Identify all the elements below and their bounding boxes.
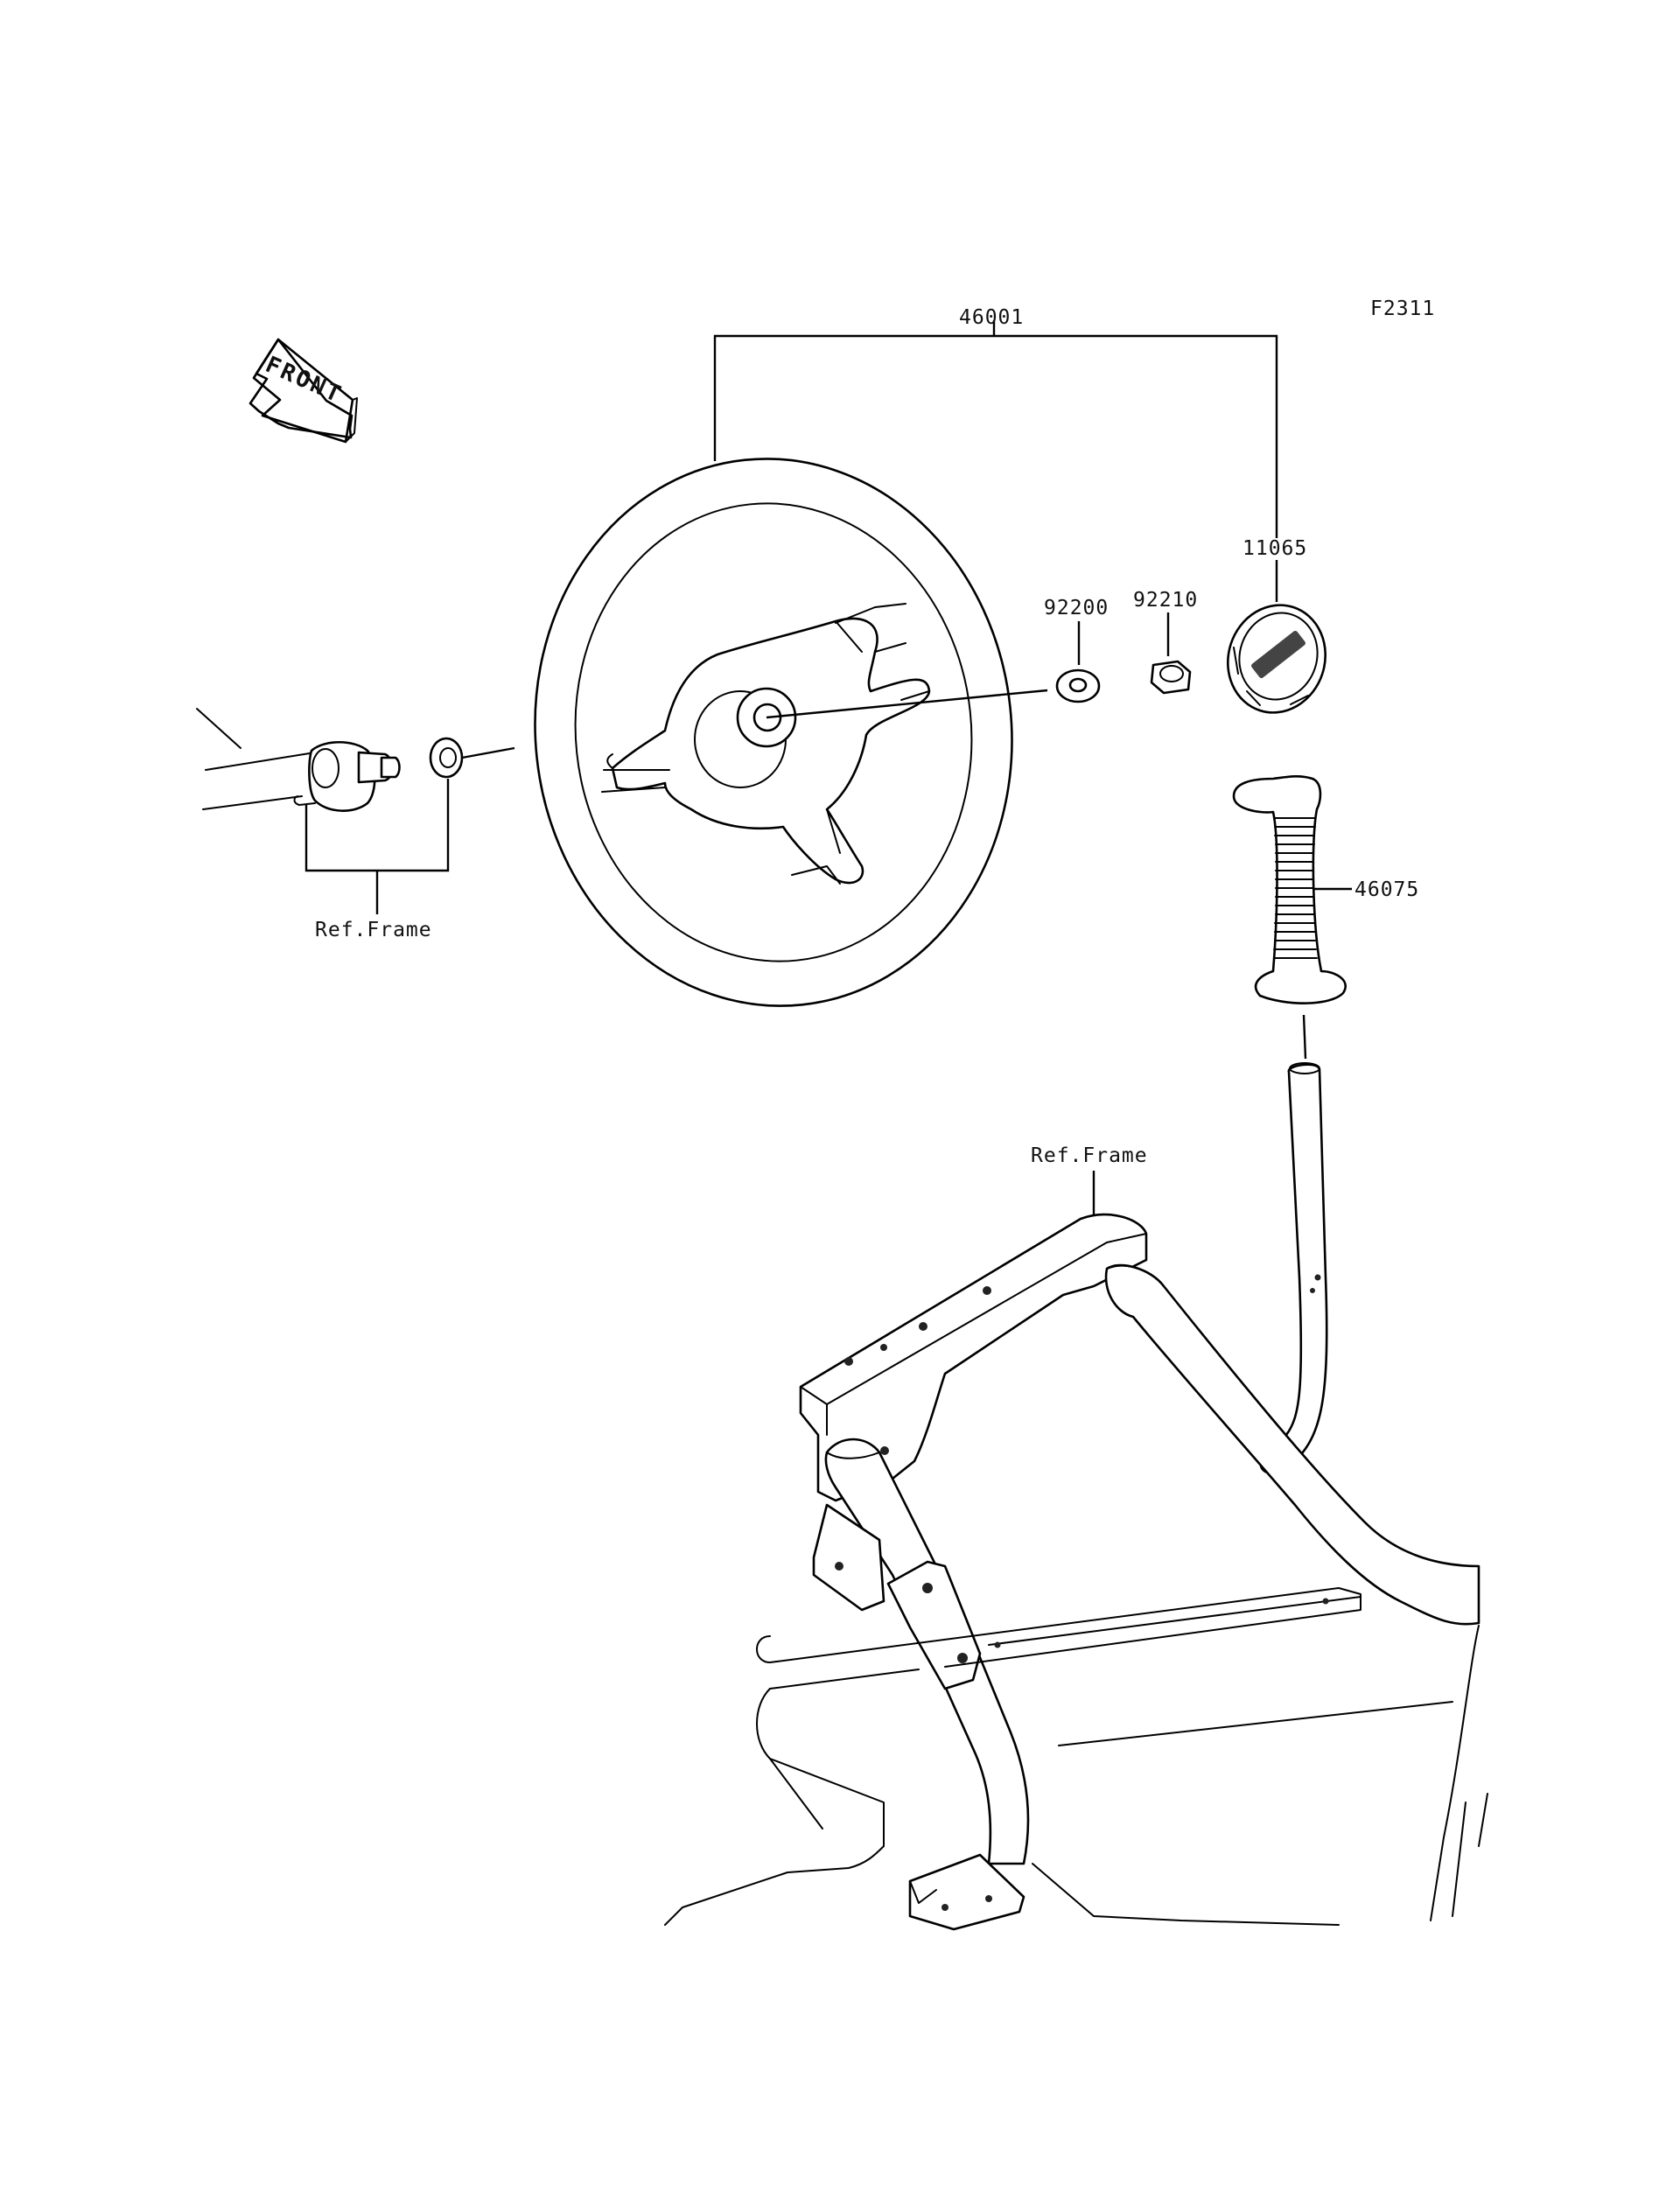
label-ref-frame-center: Ref.Frame xyxy=(1031,1144,1148,1167)
label-92200: 92200 xyxy=(1044,597,1109,619)
emblem-11065: 11065 xyxy=(1226,537,1327,714)
kawasaki-emblem-icon xyxy=(1251,631,1306,678)
steering-column xyxy=(196,708,515,812)
front-arrow-icon: FRONT xyxy=(248,338,358,444)
callout-ref-frame-center: Ref.Frame xyxy=(1031,1144,1148,1218)
nut-92210: 92210 xyxy=(1133,589,1198,695)
figure-code: F2311 xyxy=(1370,297,1435,320)
label-11065: 11065 xyxy=(1242,537,1307,560)
label-92210: 92210 xyxy=(1133,589,1198,612)
label-46075: 46075 xyxy=(1354,878,1419,901)
vehicle-frame xyxy=(664,1062,1488,1931)
grip-46075: 46075 xyxy=(1232,774,1419,1060)
callout-46001: 46001 xyxy=(713,306,1278,538)
label-ref-frame-left: Ref.Frame xyxy=(315,919,432,941)
callout-ref-frame-left: Ref.Frame xyxy=(304,779,450,941)
label-46001: 46001 xyxy=(959,306,1024,329)
steering-wheel xyxy=(534,458,1048,1007)
washer-92200: 92200 xyxy=(1044,597,1109,703)
